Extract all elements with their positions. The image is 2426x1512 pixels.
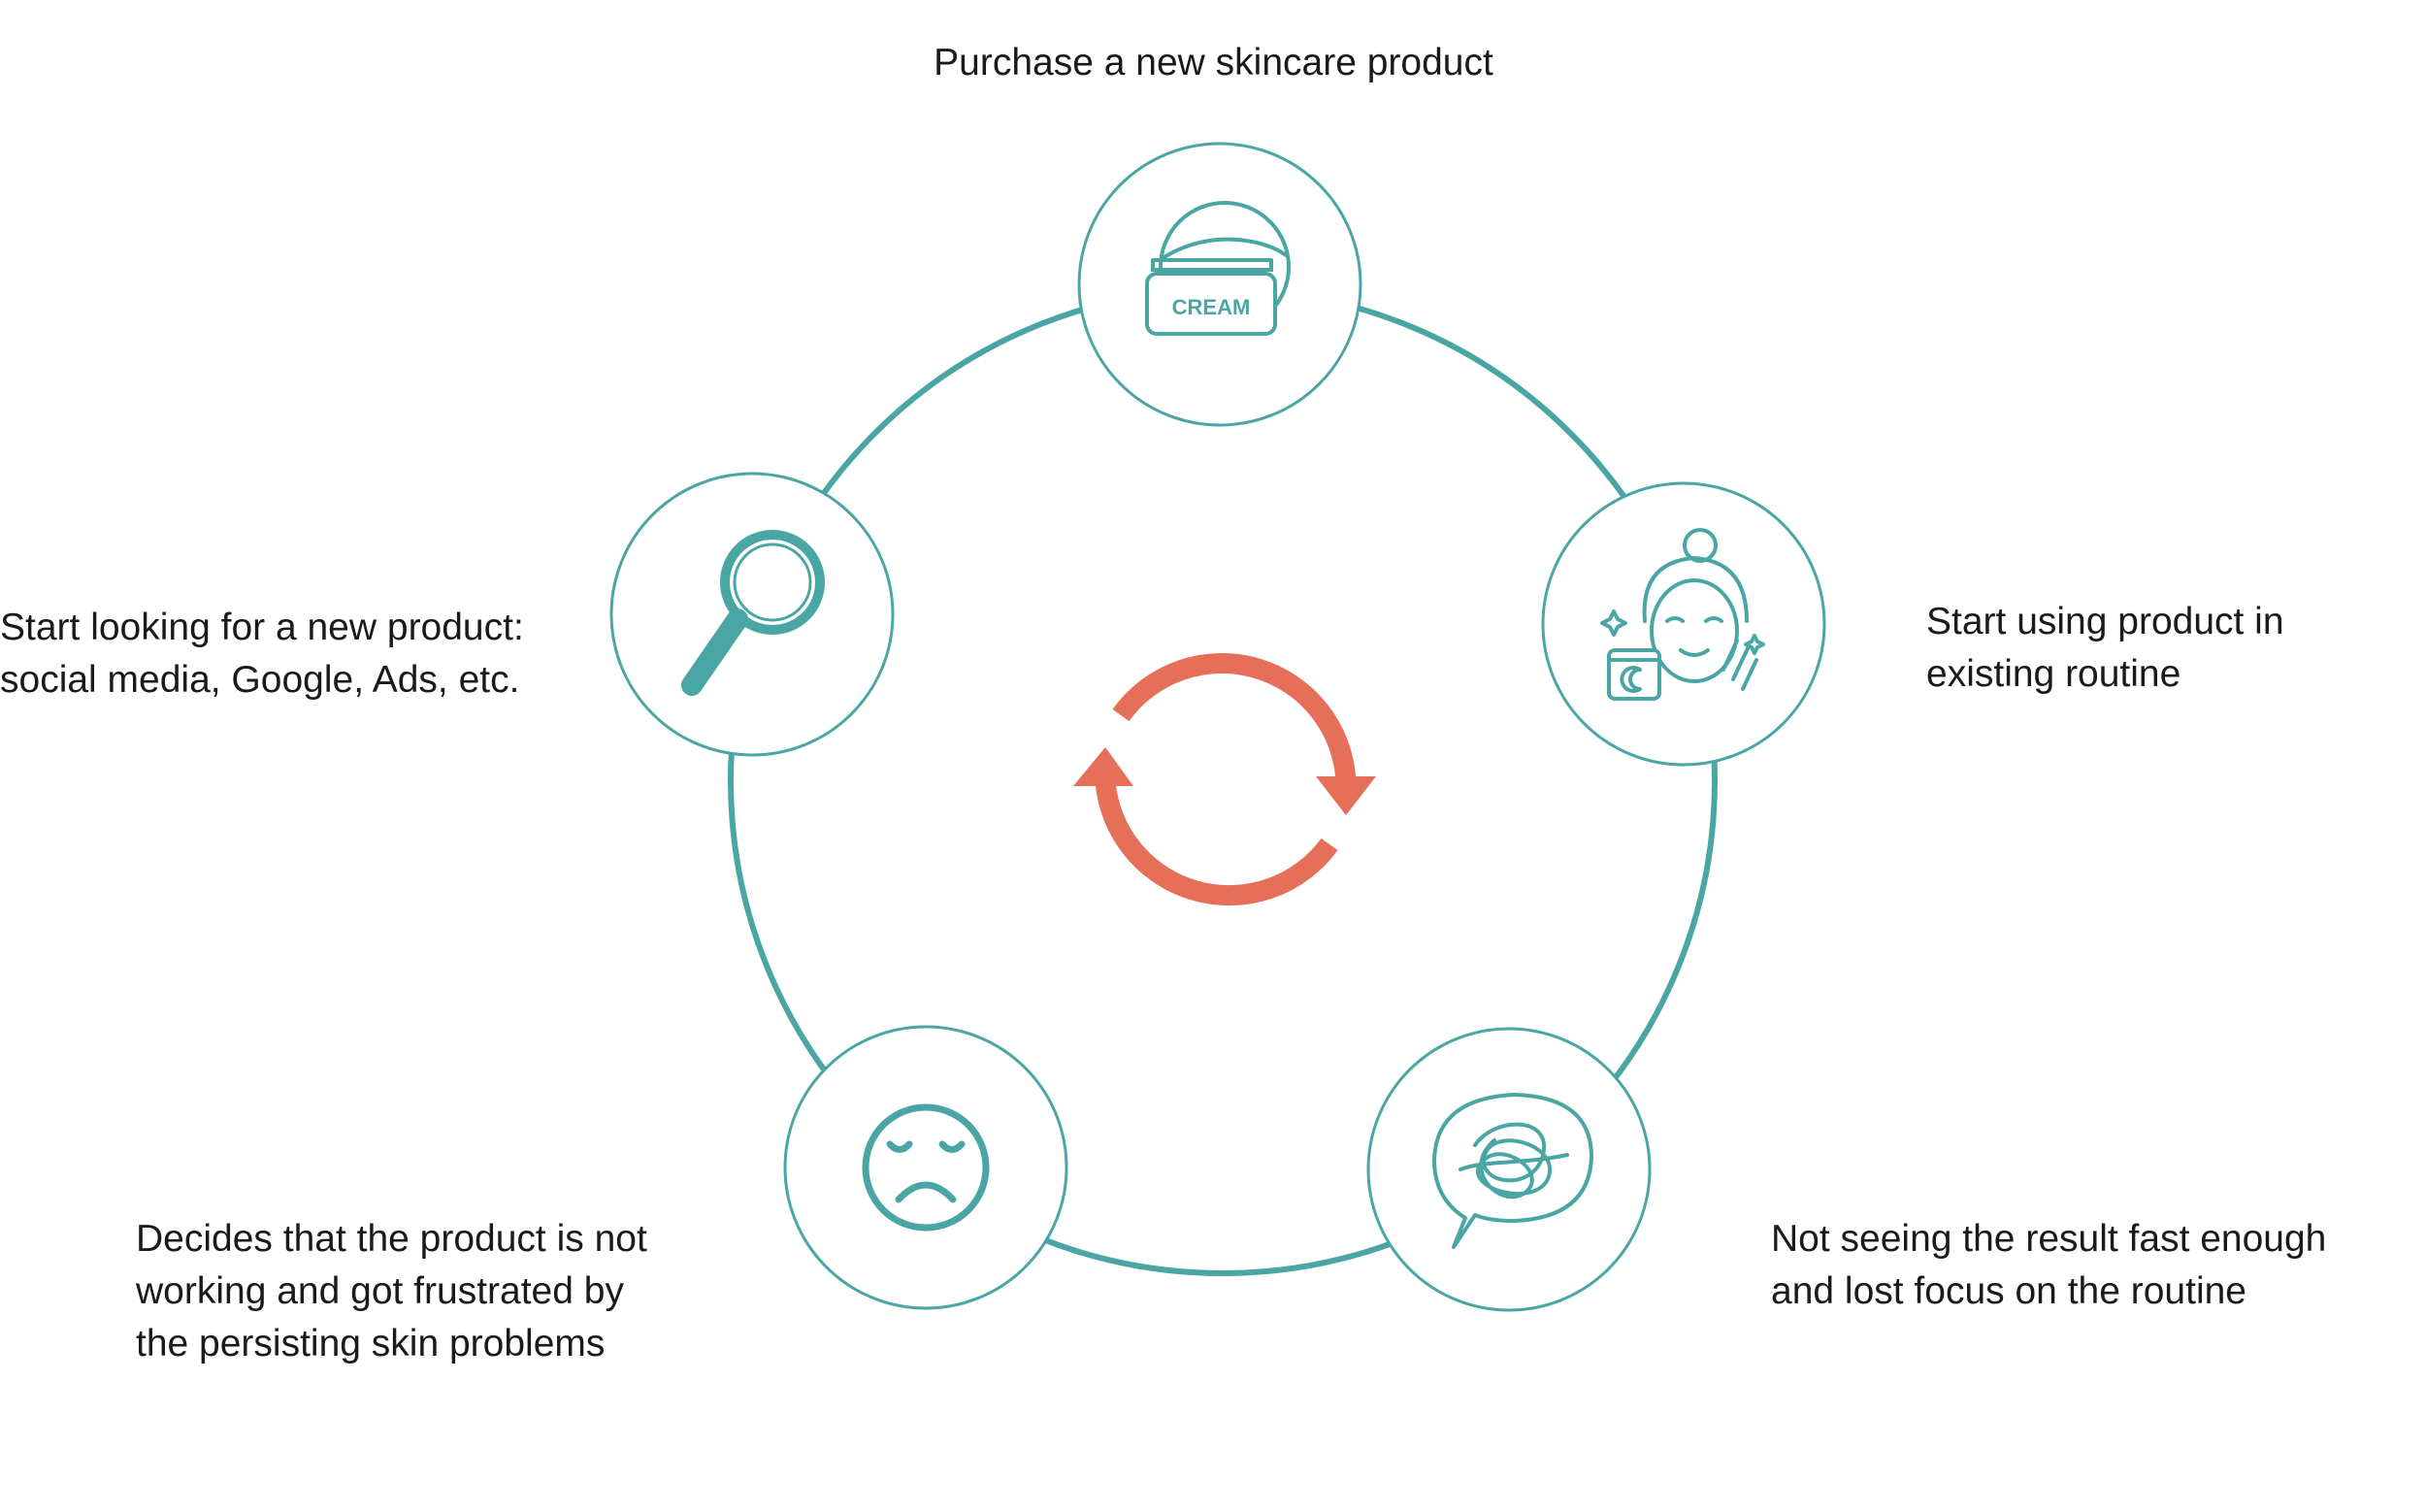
- sad-face-icon: [862, 1103, 990, 1232]
- step-label-line: existing routine: [1926, 653, 2181, 695]
- node-looking: [609, 472, 895, 757]
- step-label-line: Start using product in: [1926, 601, 2284, 642]
- woman-applying-cream-icon: [1600, 528, 1765, 701]
- step-label-line: and lost focus on the routine: [1771, 1270, 2246, 1312]
- step-label-line: working and got frustrated by: [136, 1270, 624, 1312]
- step-label-line: Not seeing the result fast enough: [1771, 1218, 2327, 1260]
- step-label-line: social media, Google, Ads, etc.: [0, 659, 520, 701]
- tangled-thought-bubble-icon: [1432, 1093, 1593, 1249]
- step-label-line: Start looking for a new product:: [0, 607, 524, 648]
- node-using: [1541, 481, 1826, 767]
- node-purchase: CREAM: [1077, 142, 1362, 427]
- cream-label: CREAM: [1172, 295, 1251, 319]
- step-label-decides: Decides that the product is not working …: [136, 1213, 647, 1370]
- node-not-seeing: [1366, 1027, 1652, 1312]
- cream-jar-icon: CREAM: [1145, 201, 1291, 336]
- step-label-line: Purchase a new skincare product: [934, 42, 1493, 83]
- step-label-not-seeing: Not seeing the result fast enough and lo…: [1771, 1213, 2326, 1318]
- step-label-line: the persisting skin problems: [136, 1323, 606, 1364]
- magnifying-glass-icon: [681, 530, 825, 696]
- step-label-purchase: Purchase a new skincare product: [0, 37, 2426, 89]
- node-decides: [783, 1025, 1068, 1310]
- step-label-using: Start using product in existing routine: [1926, 596, 2284, 701]
- step-label-line: Decides that the product is not: [136, 1218, 647, 1260]
- refresh-cycle-icon: [1073, 652, 1376, 906]
- step-label-looking: Start looking for a new product: social …: [0, 602, 524, 707]
